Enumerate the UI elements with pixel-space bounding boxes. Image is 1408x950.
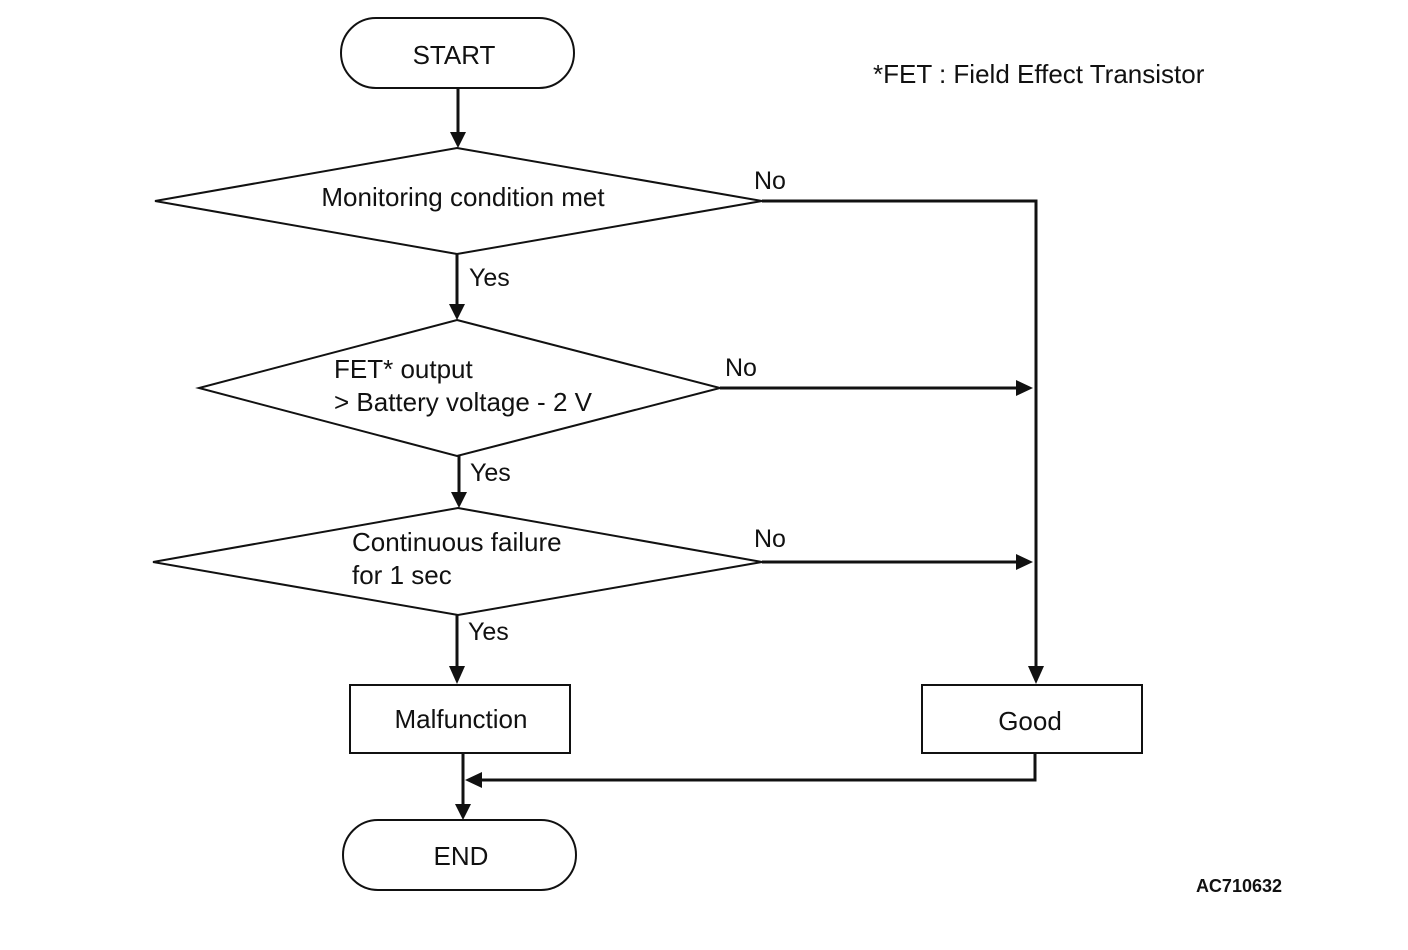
arrowhead-into-good — [1028, 666, 1044, 684]
start-label: START — [413, 40, 496, 70]
no-label-continuous: No — [754, 525, 786, 553]
no-label-monitoring: No — [754, 167, 786, 195]
decision-continuous-label-line1: Continuous failure — [352, 527, 562, 557]
good-box-shape — [921, 684, 1143, 754]
arrowhead-monitoring-to-fet — [449, 304, 465, 320]
yes-label-monitoring: Yes — [469, 264, 510, 292]
arrowhead-good-merge — [465, 772, 482, 788]
malfunction-label: Malfunction — [395, 704, 528, 734]
decision-fet-shape — [195, 318, 724, 458]
decision-monitoring-condition: Monitoring condition met — [154, 146, 763, 256]
start-terminator: START — [340, 17, 575, 89]
malfunction-box-shape — [349, 684, 571, 754]
yes-label-fet: Yes — [470, 459, 511, 487]
good-label: Good — [998, 706, 1062, 736]
decision-fet-label-line1: FET* output — [334, 354, 474, 384]
decision-fet-label-line2: > Battery voltage - 2 V — [334, 387, 593, 417]
end-terminator: END — [342, 819, 577, 891]
arrowhead-start-to-monitoring — [450, 132, 466, 148]
arrowhead-into-malfunction — [449, 666, 465, 684]
end-label: END — [434, 841, 489, 871]
connector-good-to-end — [480, 753, 1037, 782]
decision-continuous-label-line2: for 1 sec — [352, 560, 452, 590]
decision-monitoring-label: Monitoring condition met — [321, 182, 605, 212]
decision-continuous-shape — [152, 506, 763, 617]
fet-footnote: *FET : Field Effect Transistor — [873, 59, 1205, 89]
connector-monitoring-no-to-good — [762, 199, 1038, 666]
yes-label-continuous: Yes — [468, 618, 509, 646]
arrowhead-fet-no — [1016, 380, 1033, 396]
figure-reference-id: AC710632 — [1196, 876, 1282, 896]
no-label-fet: No — [725, 354, 757, 382]
arrowhead-into-end — [455, 804, 471, 820]
good-box: Good — [921, 684, 1143, 754]
decision-continuous-failure: Continuous failure for 1 sec — [152, 506, 763, 617]
arrowhead-continuous-no — [1016, 554, 1033, 570]
malfunction-box: Malfunction — [349, 684, 571, 754]
arrowhead-fet-to-continuous — [451, 492, 467, 508]
end-terminator-shape — [342, 819, 577, 891]
decision-fet-output: FET* output > Battery voltage - 2 V — [195, 318, 724, 458]
